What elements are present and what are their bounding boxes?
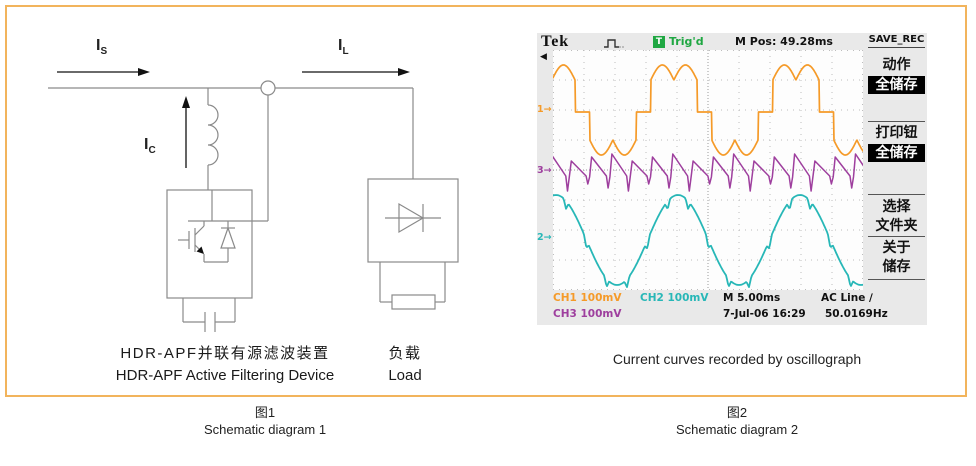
menu-item-storage: 储存 [882,259,911,275]
figure2-caption-en: Schematic diagram 2 [675,422,799,437]
trigger-level-arrow-icon: ◀ [540,52,547,62]
menu-item-about: 关于 [882,240,911,256]
menu-separator [868,194,925,195]
oscillograph-subcaption: Current curves recorded by oscillograph [612,351,862,367]
apf-circuit-schematic [48,68,459,332]
load-label-zh: 负载 [388,345,422,362]
ch2-scale-readout: CH2 100mV [640,292,709,304]
ch2-trace [553,194,863,289]
ch1-scale-readout: CH1 100mV [553,292,622,304]
il-arrowhead [398,68,410,76]
igbt-emitter-arrowhead [196,246,204,254]
menu-separator [868,279,925,280]
is-current-label: IS [96,37,108,58]
figure1-caption-en: Schematic diagram 1 [203,422,327,437]
ch2-marker: 2→ [537,232,552,243]
circuit-lines [48,80,459,332]
figure2-caption-zh: 图2 [726,405,748,420]
device-label-en: HDR-APF Active Filtering Device [115,367,335,384]
ch1-marker: 1→ [537,104,552,115]
ch3-scale-readout: CH3 100mV [553,308,622,320]
menu-item-save-all: 全储存 [868,76,925,94]
trigger-status: Trig'd [669,35,704,48]
inductor-coil [207,104,219,166]
il-current-label: IL [338,37,349,58]
trigger-source-readout: AC Line ∕ [821,292,873,304]
rectifier-box [367,178,459,263]
device-label-zh: HDR-APF并联有源滤波装置 [120,345,330,362]
ic-arrowhead [182,96,190,108]
current-arrows [57,71,398,168]
figure1-caption-zh: 图1 [254,405,276,420]
ic-current-label: IC [144,136,156,157]
rising-edge-icon: ∕ [869,292,873,304]
load-label-en: Load [388,367,422,384]
figure2-caption: 图2 Schematic diagram 2 [612,404,862,438]
waveform-layer [553,50,863,290]
pulse-waveform-icon [604,39,624,48]
frequency-readout: 50.0169Hz [825,308,888,320]
antiparallel-diode [220,226,236,249]
trigger-badge-icon: T [653,36,665,48]
rectifier-diode [398,202,425,234]
scope-side-menu: SAVE_REC 动作 全储存 打印钮 全储存 选择 文件夹 关于 储存 [868,33,925,325]
oscilloscope-screen: Tek T Trig'd M Pos: 49.28ms ◀ 1→ 3→ 2→ C… [537,33,927,325]
menu-item-select: 选择 [882,199,911,215]
menu-separator [868,236,925,237]
apf-box [166,189,253,299]
menu-title: SAVE_REC [868,34,925,48]
ch3-marker: 3→ [537,165,552,176]
menu-separator [868,121,925,122]
m-position-readout: M Pos: 49.28ms [735,35,833,48]
tek-logo: Tek [541,33,570,50]
figure1-caption: 图1 Schematic diagram 1 [140,404,390,438]
menu-item-action: 动作 [882,57,911,73]
timebase-readout: M 5.00ms [723,292,781,304]
ch3-trace [553,153,863,192]
load-resistor [391,294,436,310]
ch1-trace [553,64,863,156]
is-arrowhead [138,68,150,76]
current-sensor-circle [260,80,276,96]
menu-item-folder: 文件夹 [875,218,918,234]
menu-item-save-all-2: 全储存 [868,144,925,162]
graticule [553,50,863,290]
menu-item-print-button: 打印钮 [875,125,918,141]
datetime-readout: 7-Jul-06 16:29 [723,308,806,320]
